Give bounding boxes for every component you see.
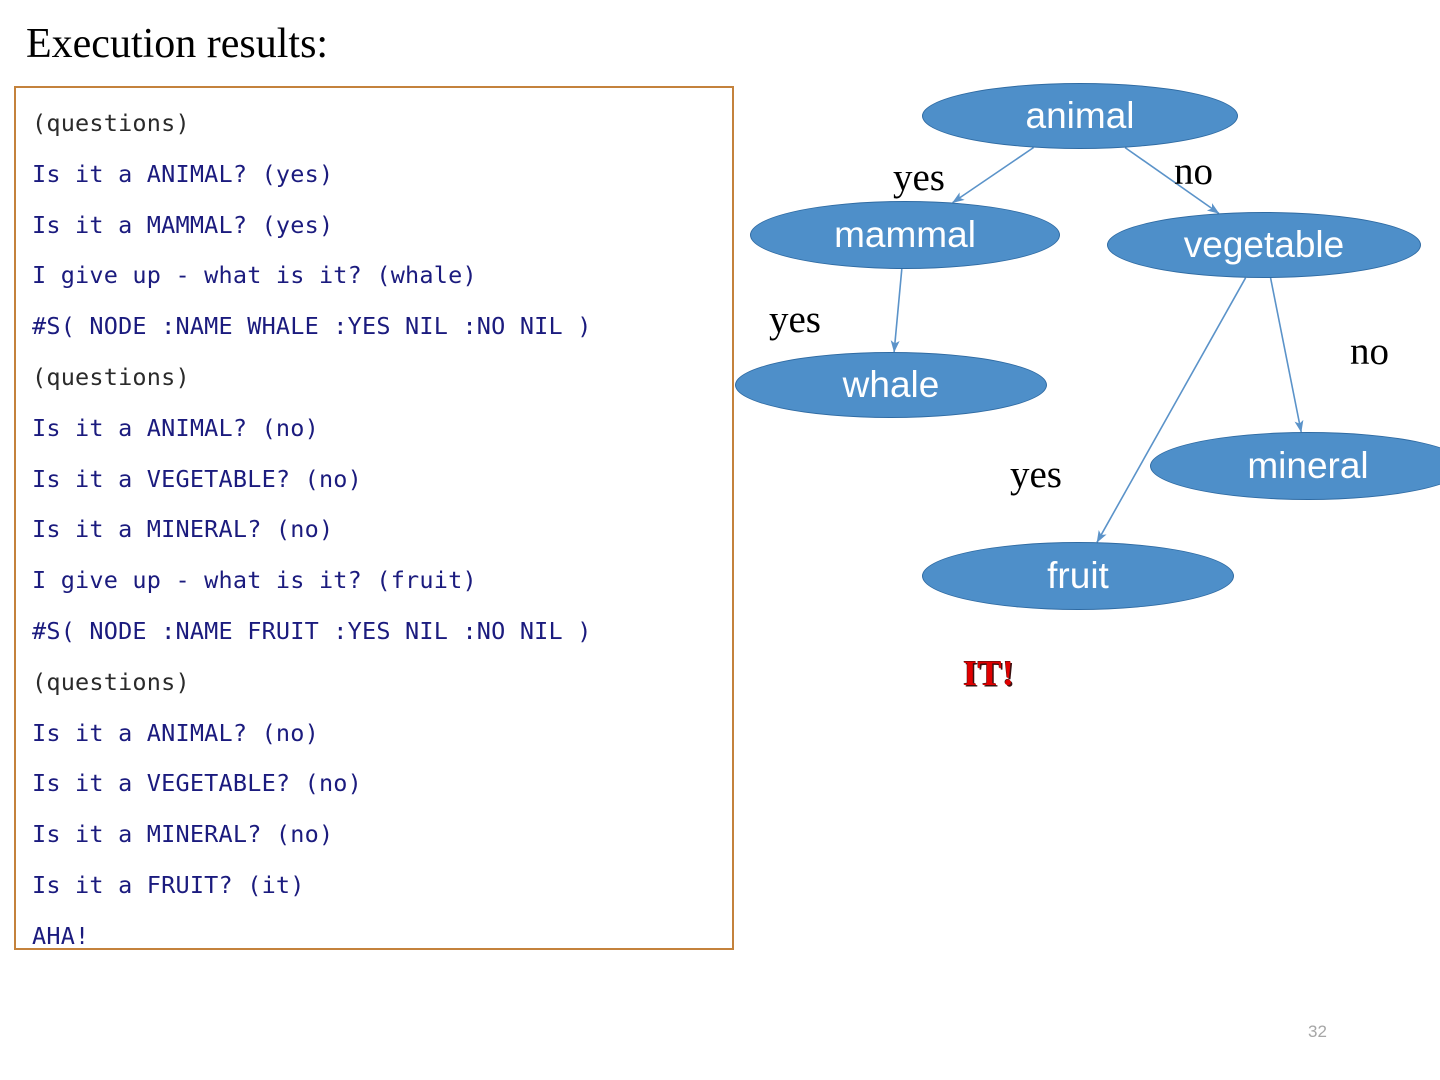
tree-node-label: fruit xyxy=(1047,554,1109,596)
tree-edge-mammal-to-whale xyxy=(890,268,903,353)
tree-node-animal[interactable]: animal xyxy=(922,83,1238,149)
tree-edge-animal-to-vegetable xyxy=(1124,146,1220,215)
console-line: Is it a MINERAL? (no) xyxy=(32,820,334,849)
console-line: (questions) xyxy=(32,109,190,137)
tree-edge-animal-to-mammal xyxy=(952,146,1035,204)
console-line: I give up - what is it? (whale) xyxy=(32,261,477,290)
tree-edge-label-vegetable-mineral: no xyxy=(1350,330,1389,373)
tree-node-fruit[interactable]: fruit xyxy=(922,542,1234,610)
page-title: Execution results: xyxy=(26,21,329,67)
console-line: (questions) xyxy=(32,362,190,391)
tree-node-label: mammal xyxy=(834,213,976,255)
tree-node-label: animal xyxy=(1025,94,1135,136)
console-line-list: (questions) Is it a ANIMAL? (yes) Is it a … xyxy=(32,98,732,962)
tree-node-mineral[interactable]: mineral xyxy=(1150,432,1440,500)
console-line: Is it a MAMMAL? (yes) xyxy=(32,210,334,239)
tree-edge-label-vegetable-fruit: yes xyxy=(1010,453,1062,496)
console-line: I give up - what is it? (fruit) xyxy=(32,566,477,595)
console-line: Is it a ANIMAL? (yes) xyxy=(32,159,334,188)
console-line: (questions) xyxy=(32,667,190,696)
tree-edge-label-mammal-whale: yes xyxy=(769,298,821,341)
tree-edge-label-animal-mammal: yes xyxy=(893,156,945,199)
console-line: AHA! xyxy=(32,921,90,950)
console-line: #S( NODE :NAME FRUIT :YES NIL :NO NIL ) xyxy=(32,616,592,645)
console-line: Is it a MINERAL? (no) xyxy=(32,515,334,544)
tree-node-label: mineral xyxy=(1247,444,1369,486)
tree-edge-label-animal-vegetable: no xyxy=(1174,150,1213,193)
console-line: Is it a VEGETABLE? (no) xyxy=(32,464,363,493)
tree-node-vegetable[interactable]: vegetable xyxy=(1107,212,1421,278)
console-line: Is it a VEGETABLE? (no) xyxy=(32,769,363,798)
it-callout-label: IT! xyxy=(963,653,1015,693)
tree-node-label: vegetable xyxy=(1183,223,1345,265)
tree-edge-vegetable-to-mineral xyxy=(1269,277,1304,433)
console-line: Is it a ANIMAL? (no) xyxy=(32,413,319,442)
console-line: Is it a ANIMAL? (no) xyxy=(32,718,319,747)
tree-node-whale[interactable]: whale xyxy=(735,352,1047,418)
page-number: 32 xyxy=(1308,1022,1327,1041)
tree-node-label: whale xyxy=(842,363,940,405)
tree-node-mammal[interactable]: mammal xyxy=(750,201,1060,269)
execution-output-box: (questions) Is it a ANIMAL? (yes) Is it a … xyxy=(14,86,734,950)
console-line: Is it a FRUIT? (it) xyxy=(32,870,305,899)
tree-edge-vegetable-to-fruit xyxy=(1096,277,1247,543)
console-line: #S( NODE :NAME WHALE :YES NIL :NO NIL ) xyxy=(32,312,592,341)
